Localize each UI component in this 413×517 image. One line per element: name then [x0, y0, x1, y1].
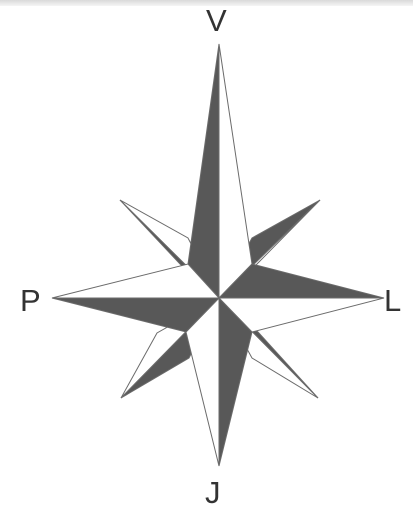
- north-label: V: [206, 5, 227, 36]
- south-label: J: [205, 477, 221, 508]
- east-label: L: [384, 285, 401, 316]
- star-point-north-dark: [188, 44, 219, 298]
- star-point-north-light: [219, 44, 252, 298]
- west-label: P: [20, 285, 41, 316]
